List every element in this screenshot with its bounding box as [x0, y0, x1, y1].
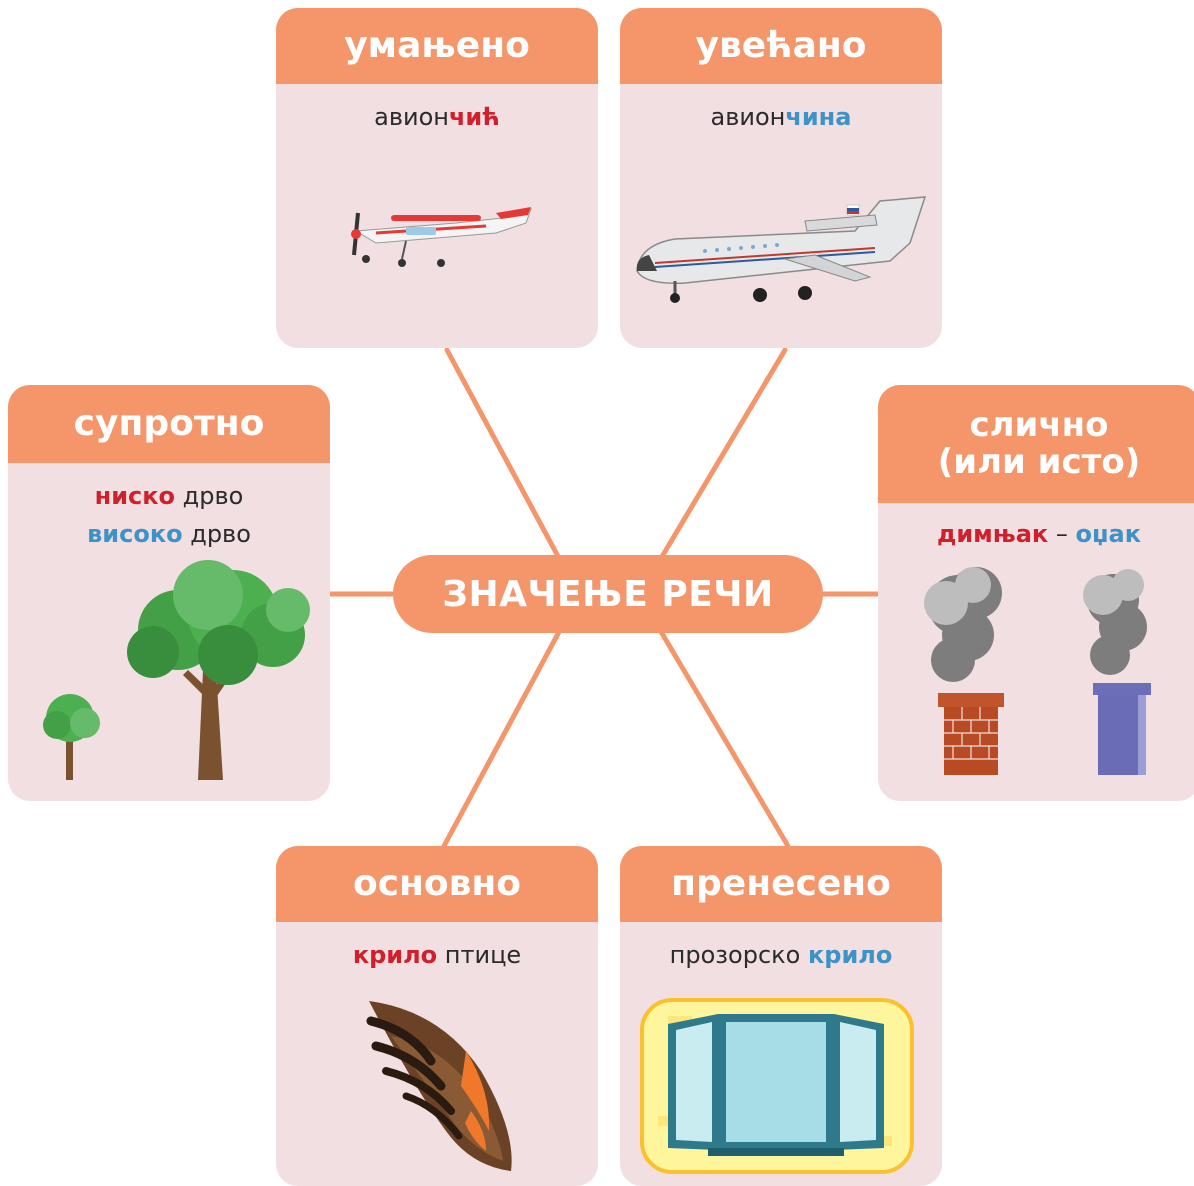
card-figurative-title-text: пренесено [671, 862, 891, 904]
center-topic: ЗНАЧЕЊЕ РЕЧИ [393, 555, 823, 633]
example-line: прозорско крило [669, 941, 893, 969]
connector-to-basic [441, 627, 563, 849]
large-jet-plane-icon [636, 196, 927, 303]
example-line: димњак – оџак [936, 520, 1142, 548]
card-figurative-body: прозорско крило [620, 922, 942, 974]
card-opposite-title-text: супротно [73, 402, 265, 444]
example-line: авиончина [710, 103, 852, 131]
short-and-tall-tree-icon [43, 560, 310, 780]
card-basic: основно крило птице [276, 846, 598, 1186]
example-line: авиончић [374, 103, 500, 131]
card-diminutive-title-text: умањено [344, 24, 530, 66]
card-basic-body: крило птице [276, 922, 598, 974]
card-similar-title-line1: слично [969, 405, 1109, 446]
connector-to-augmentative [657, 347, 788, 563]
card-figurative: пренесено прозорско крило [620, 846, 942, 1186]
card-diminutive: умањено авиончић [276, 8, 598, 348]
card-augmentative-title-text: увећано [695, 24, 867, 66]
connector-to-diminutive [444, 347, 563, 563]
card-basic-title: основно [276, 846, 598, 922]
small-propeller-plane-icon [351, 207, 532, 267]
card-diminutive-body: авиончић [276, 84, 598, 136]
open-window-icon [640, 998, 914, 1174]
center-topic-text: ЗНАЧЕЊЕ РЕЧИ [442, 573, 774, 615]
card-similar-title: слично (или исто) [878, 385, 1194, 503]
card-augmentative: увећано авиончина [620, 8, 942, 348]
card-similar-body: димњак – оџак [878, 503, 1194, 553]
example-line: високо дрво [87, 520, 251, 548]
card-opposite: супротно ниско дрво високо дрво [8, 385, 330, 801]
chimneys-with-smoke-icon [924, 567, 1151, 775]
bird-wing-icon [366, 1001, 512, 1171]
example-line: ниско дрво [94, 482, 244, 510]
card-opposite-title: супротно [8, 385, 330, 463]
connector-to-figurative [657, 627, 791, 849]
card-basic-title-text: основно [352, 862, 522, 904]
card-diminutive-title: умањено [276, 8, 598, 84]
card-figurative-title: пренесено [620, 846, 942, 922]
card-similar: слично (или исто) димњак – оџак [878, 385, 1194, 801]
card-similar-title-line2: (или исто) [937, 442, 1141, 482]
example-line: крило птице [352, 941, 522, 969]
card-augmentative-body: авиончина [620, 84, 942, 136]
card-augmentative-title: увећано [620, 8, 942, 84]
card-opposite-body: ниско дрво високо дрво [8, 463, 330, 553]
